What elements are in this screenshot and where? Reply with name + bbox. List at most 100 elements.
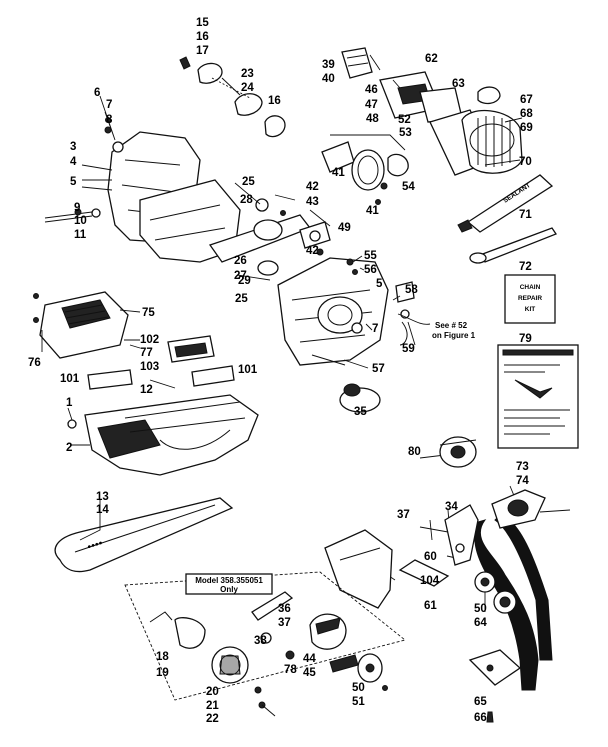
chain-repair-kit-box: CHAIN REPAIR KIT xyxy=(504,274,556,324)
cylinder-assembly xyxy=(341,47,523,176)
model-note-line1: Model 358.355051 xyxy=(195,576,263,585)
callout-6: 6 xyxy=(94,87,100,99)
callout-66: 66 xyxy=(474,712,487,724)
callout-48: 48 xyxy=(366,113,379,125)
owners-manual-booklet xyxy=(497,344,579,449)
callout-50: 50 xyxy=(474,603,487,615)
oil-cap xyxy=(339,383,381,413)
callout-5: 5 xyxy=(70,176,77,188)
chain-tensioner xyxy=(419,504,479,566)
callout-74: 74 xyxy=(516,475,529,487)
side-cover-61 xyxy=(324,529,393,609)
callout-101: 101 xyxy=(238,364,258,376)
callout-80: 80 xyxy=(408,446,421,458)
callout-16: 16 xyxy=(196,31,209,43)
crankcase xyxy=(277,257,415,366)
callout-50: 50 xyxy=(352,682,365,694)
callout-45: 45 xyxy=(303,667,316,679)
see-note: See # 52 on Figure 1 xyxy=(397,313,476,346)
callout-61: 61 xyxy=(424,600,437,612)
air-filter-cover xyxy=(33,291,129,359)
see-note-line2: on Figure 1 xyxy=(432,331,476,340)
callout-70: 70 xyxy=(519,156,532,168)
spark-plug-wrench xyxy=(469,227,557,264)
callout-3: 3 xyxy=(70,141,76,153)
callout-38: 38 xyxy=(254,635,267,647)
callout-7: 7 xyxy=(372,323,378,335)
callout-29: 29 xyxy=(238,275,251,287)
callout-19: 19 xyxy=(156,667,169,679)
callout-15: 15 xyxy=(196,17,209,29)
see-note-line1: See # 52 xyxy=(435,321,468,330)
callout-1: 1 xyxy=(66,397,73,409)
callout-2: 2 xyxy=(66,442,72,454)
callout-42: 42 xyxy=(306,181,319,193)
carburetor-adapter-80 xyxy=(439,436,477,468)
gasket-102 xyxy=(167,335,215,363)
callout-27: 27 xyxy=(234,270,247,282)
callout-24: 24 xyxy=(241,82,254,94)
svg-text:●●●●: ●●●● xyxy=(86,539,103,551)
callout-7: 7 xyxy=(106,99,112,111)
callout-14: 14 xyxy=(96,504,109,516)
callout-8: 8 xyxy=(106,114,113,126)
clutch-parts-model xyxy=(149,591,388,717)
callout-55: 55 xyxy=(364,250,377,262)
rear-handle-housing xyxy=(104,117,241,263)
callout-43: 43 xyxy=(306,196,319,208)
chain-bar-end-65 xyxy=(468,649,522,686)
callout-59: 59 xyxy=(402,343,415,355)
decal-101-left xyxy=(87,369,133,390)
kit-label-1: CHAIN xyxy=(520,284,541,291)
callout-51: 51 xyxy=(352,696,365,708)
clutch-drum-64 xyxy=(493,590,517,614)
callout-26: 26 xyxy=(234,255,247,267)
callout-20: 20 xyxy=(206,686,219,698)
bolt-assembly-left xyxy=(44,208,101,223)
callout-60: 60 xyxy=(424,551,437,563)
top-small-parts xyxy=(179,56,286,138)
callout-68: 68 xyxy=(520,108,533,120)
callout-63: 63 xyxy=(452,78,465,90)
callout-25: 25 xyxy=(242,176,255,188)
model-specific-box: Model 358.355051 Only xyxy=(124,571,406,701)
callout-58: 58 xyxy=(405,284,418,296)
callout-41: 41 xyxy=(332,167,345,179)
callout-numbers: 1516172324166783459101125284243494226272… xyxy=(28,17,533,725)
callout-52: 52 xyxy=(398,114,411,126)
callout-12: 12 xyxy=(140,384,153,396)
kit-label-3: KIT xyxy=(525,306,536,313)
callout-28: 28 xyxy=(240,194,253,206)
callout-56: 56 xyxy=(364,264,377,276)
guide-bar: ●●●● xyxy=(54,497,234,573)
callout-75: 75 xyxy=(142,307,155,319)
callout-79: 79 xyxy=(519,333,532,345)
callout-41: 41 xyxy=(366,205,379,217)
callout-69: 69 xyxy=(520,122,533,134)
callout-44: 44 xyxy=(303,653,316,665)
model-note-line2: Only xyxy=(220,585,238,594)
callout-13: 13 xyxy=(96,491,109,503)
callout-18: 18 xyxy=(156,651,169,663)
callout-21: 21 xyxy=(206,700,219,712)
callout-35: 35 xyxy=(354,406,367,418)
callout-9: 9 xyxy=(74,202,80,214)
callout-36: 36 xyxy=(278,603,291,615)
callout-71: 71 xyxy=(519,209,532,221)
callout-73: 73 xyxy=(516,461,529,473)
callout-77: 77 xyxy=(140,347,153,359)
bar-plate-104 xyxy=(398,559,450,587)
callout-4: 4 xyxy=(70,156,77,168)
piston-parts xyxy=(321,141,409,205)
callout-76: 76 xyxy=(28,357,41,369)
callout-104: 104 xyxy=(420,575,440,587)
callout-47: 47 xyxy=(365,99,378,111)
callout-54: 54 xyxy=(402,181,415,193)
clutch-drum-50 xyxy=(474,571,496,593)
callout-10: 10 xyxy=(74,215,87,227)
sprocket-cover-73 xyxy=(491,489,571,529)
sealant-tube: SEALANT xyxy=(457,174,554,233)
callout-67: 67 xyxy=(520,94,533,106)
callout-53: 53 xyxy=(399,127,412,139)
